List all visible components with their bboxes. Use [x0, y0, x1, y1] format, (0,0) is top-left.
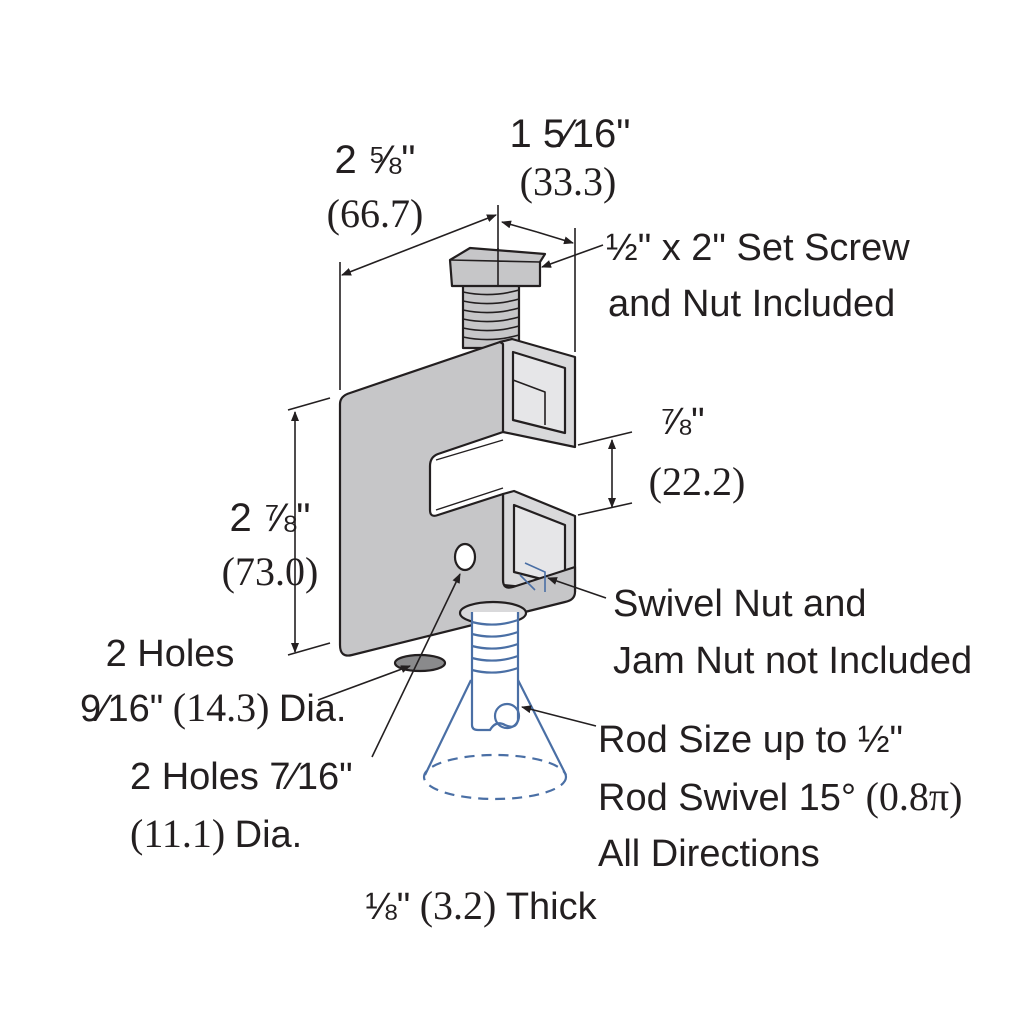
- depth-imperial: 1 5⁄16": [509, 112, 631, 156]
- large-holes-suffix: Dia.: [278, 688, 347, 730]
- swivel-nut-label-1: Swivel Nut and: [613, 583, 867, 625]
- width-imperial: 2 ⅝": [334, 138, 416, 182]
- rod-swivel-metric: (0.8π): [865, 774, 963, 819]
- thickness-metric: (3.2): [419, 883, 497, 928]
- clamp-body: [338, 340, 577, 657]
- width-metric: (66.7): [326, 191, 424, 236]
- rod-size-label: Rod Size up to ½": [598, 719, 904, 761]
- opening-imperial: ⅞": [659, 401, 705, 443]
- thickness-imperial: ⅛": [365, 886, 411, 928]
- depth-metric: (33.3): [519, 159, 617, 204]
- side-hole: [453, 542, 477, 572]
- thickness-suffix: Thick: [505, 886, 597, 928]
- large-holes-metric: (14.3): [172, 685, 270, 730]
- dimension-lines: [287, 205, 633, 758]
- rod-swivel-label: Rod Swivel 15° (0.8π): [598, 775, 962, 820]
- swivel-nut-label-2: Jam Nut not Included: [613, 640, 973, 682]
- thickness-label: ⅛" (3.2) Thick: [365, 884, 597, 929]
- set-screw-label-2: and Nut Included: [608, 283, 896, 325]
- small-holes-size: (11.1) Dia.: [130, 812, 302, 857]
- small-holes-label: 2 Holes 7⁄16": [130, 756, 353, 798]
- small-holes-suffix: Dia.: [234, 814, 303, 856]
- set-screw: [448, 246, 547, 350]
- rod-swivel-angle: Rod Swivel 15°: [598, 777, 857, 819]
- small-holes-metric: (11.1): [130, 811, 226, 856]
- large-holes-size: 9⁄16" (14.3) Dia.: [80, 686, 346, 731]
- rod-directions-label: All Directions: [598, 833, 820, 875]
- height-metric: (73.0): [221, 549, 319, 594]
- threaded-rod: [422, 562, 568, 801]
- large-holes-label: 2 Holes: [105, 633, 235, 675]
- set-screw-label-1: ½" x 2" Set Screw: [606, 227, 910, 269]
- large-holes-imperial: 9⁄16": [80, 688, 164, 730]
- height-imperial: 2 ⅞": [229, 496, 311, 540]
- opening-metric: (22.2): [648, 459, 746, 504]
